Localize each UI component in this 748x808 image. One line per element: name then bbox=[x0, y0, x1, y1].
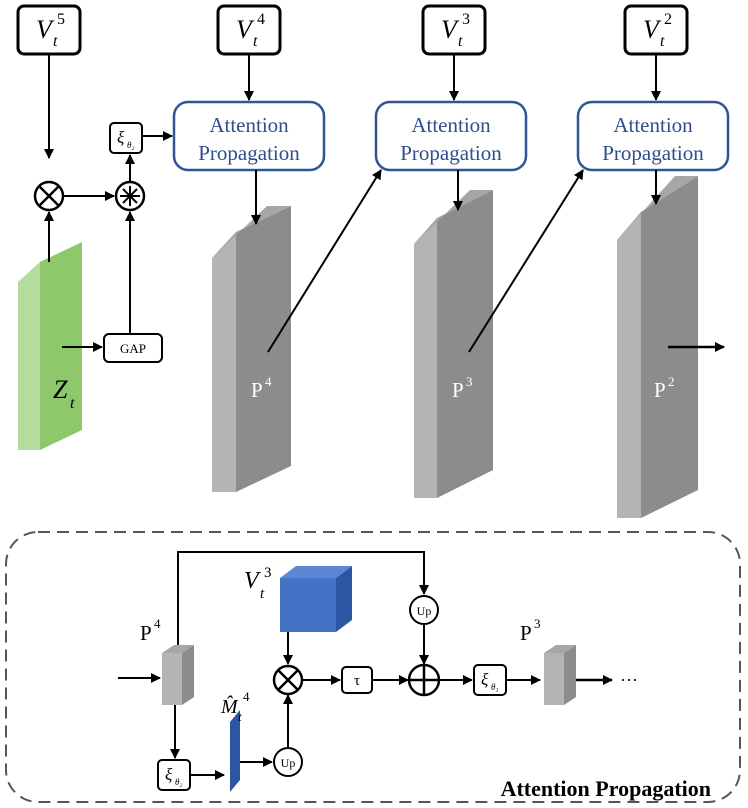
detail-output-label-superscript: 3 bbox=[534, 616, 541, 631]
v3-superscript: 3 bbox=[462, 11, 470, 28]
xi-top-symbol: ξ bbox=[117, 128, 125, 147]
attention-box-3-line2: Propagation bbox=[602, 141, 704, 165]
detail-v-label-symbol: V bbox=[244, 568, 261, 594]
gap-label: GAP bbox=[120, 341, 146, 356]
detail-input-label-superscript: 4 bbox=[154, 616, 161, 631]
detail-xi-1-subscript: θ₂ bbox=[175, 777, 183, 787]
attention-box-3: Attention Propagation bbox=[576, 100, 730, 172]
p4-feature-block: P 4 bbox=[212, 206, 291, 492]
xi-box-top: ξ θ₂ bbox=[109, 122, 143, 154]
v-block-5: V t 5 bbox=[16, 4, 82, 56]
p3-label-symbol: P bbox=[452, 378, 464, 402]
z-label-subscript: t bbox=[70, 395, 75, 412]
v5-symbol: V bbox=[36, 15, 55, 44]
detail-m-label-subscript: t bbox=[238, 709, 242, 724]
detail-up-circle-top: Up bbox=[409, 595, 439, 625]
detail-tau-label: τ bbox=[354, 673, 360, 689]
detail-add-op bbox=[407, 663, 441, 697]
detail-xi-box-1: ξ θ₂ bbox=[157, 759, 191, 791]
detail-up-circle-bottom: Up bbox=[273, 747, 303, 777]
detail-multiply-op bbox=[272, 664, 304, 696]
detail-v-label-superscript: 3 bbox=[264, 565, 272, 581]
v3-subscript: t bbox=[458, 33, 463, 50]
conv-op-top bbox=[114, 180, 146, 212]
arrow-p4-to-att2 bbox=[267, 169, 382, 353]
attention-box-2-line1: Attention bbox=[411, 113, 491, 137]
detail-p4-block bbox=[162, 645, 194, 705]
p2-label-symbol: P bbox=[654, 378, 666, 402]
v5-subscript: t bbox=[53, 33, 58, 50]
v5-superscript: 5 bbox=[57, 11, 65, 28]
p4-label-superscript: 4 bbox=[265, 374, 272, 389]
v4-symbol: V bbox=[236, 15, 255, 44]
xi-top-subscript: θ₂ bbox=[127, 140, 135, 150]
detail-tau-box: τ bbox=[341, 666, 373, 694]
detail-xi-2-subscript: θ₁ bbox=[491, 682, 499, 692]
v2-symbol: V bbox=[643, 15, 662, 44]
attention-box-1-line2: Propagation bbox=[198, 141, 300, 165]
p4-label-symbol: P bbox=[251, 378, 263, 402]
v-block-2: V t 2 bbox=[623, 4, 689, 56]
detail-panel-border bbox=[5, 531, 741, 803]
detail-output-label-symbol: P bbox=[520, 621, 532, 645]
v-block-3: V t 3 bbox=[421, 4, 487, 56]
detail-xi-1-symbol: ξ bbox=[165, 765, 173, 784]
v2-subscript: t bbox=[660, 33, 665, 50]
z-feature-block: Z t bbox=[18, 242, 82, 450]
attention-box-2: Attention Propagation bbox=[374, 100, 528, 172]
v2-superscript: 2 bbox=[664, 11, 672, 28]
detail-xi-box-2: ξ θ₁ bbox=[473, 664, 507, 696]
attention-box-1: Attention Propagation bbox=[172, 100, 326, 172]
multiply-op-top bbox=[33, 180, 65, 212]
gap-box: GAP bbox=[103, 333, 163, 363]
detail-p3-block bbox=[544, 645, 576, 705]
v4-subscript: t bbox=[253, 33, 258, 50]
detail-m-block bbox=[230, 710, 240, 792]
detail-m-label-superscript: 4 bbox=[243, 689, 250, 704]
p3-label-superscript: 3 bbox=[466, 374, 473, 389]
detail-ellipsis: ··· bbox=[620, 670, 638, 690]
detail-up-bottom-label: Up bbox=[281, 756, 296, 770]
attention-box-3-line1: Attention bbox=[613, 113, 693, 137]
detail-m-label-symbol: M̂ bbox=[220, 695, 239, 718]
z-label-symbol: Z bbox=[53, 375, 68, 404]
v4-superscript: 4 bbox=[257, 11, 265, 28]
arrow-p3-to-att3 bbox=[468, 169, 584, 353]
v-block-4: V t 4 bbox=[216, 4, 282, 56]
detail-panel-title: Attention Propagation bbox=[501, 776, 711, 801]
p2-label-superscript: 2 bbox=[668, 374, 675, 389]
detail-xi-2-symbol: ξ bbox=[481, 670, 489, 689]
attention-box-2-line2: Propagation bbox=[400, 141, 502, 165]
detail-input-label-symbol: P bbox=[140, 621, 152, 645]
p3-feature-block: P 3 bbox=[414, 190, 493, 498]
v3-symbol: V bbox=[441, 15, 460, 44]
detail-v-label-subscript: t bbox=[260, 586, 265, 602]
attention-box-1-line1: Attention bbox=[209, 113, 289, 137]
detail-v3-cube bbox=[280, 566, 352, 632]
arrow-detail-skip bbox=[177, 551, 429, 645]
detail-up-top-label: Up bbox=[417, 604, 432, 618]
